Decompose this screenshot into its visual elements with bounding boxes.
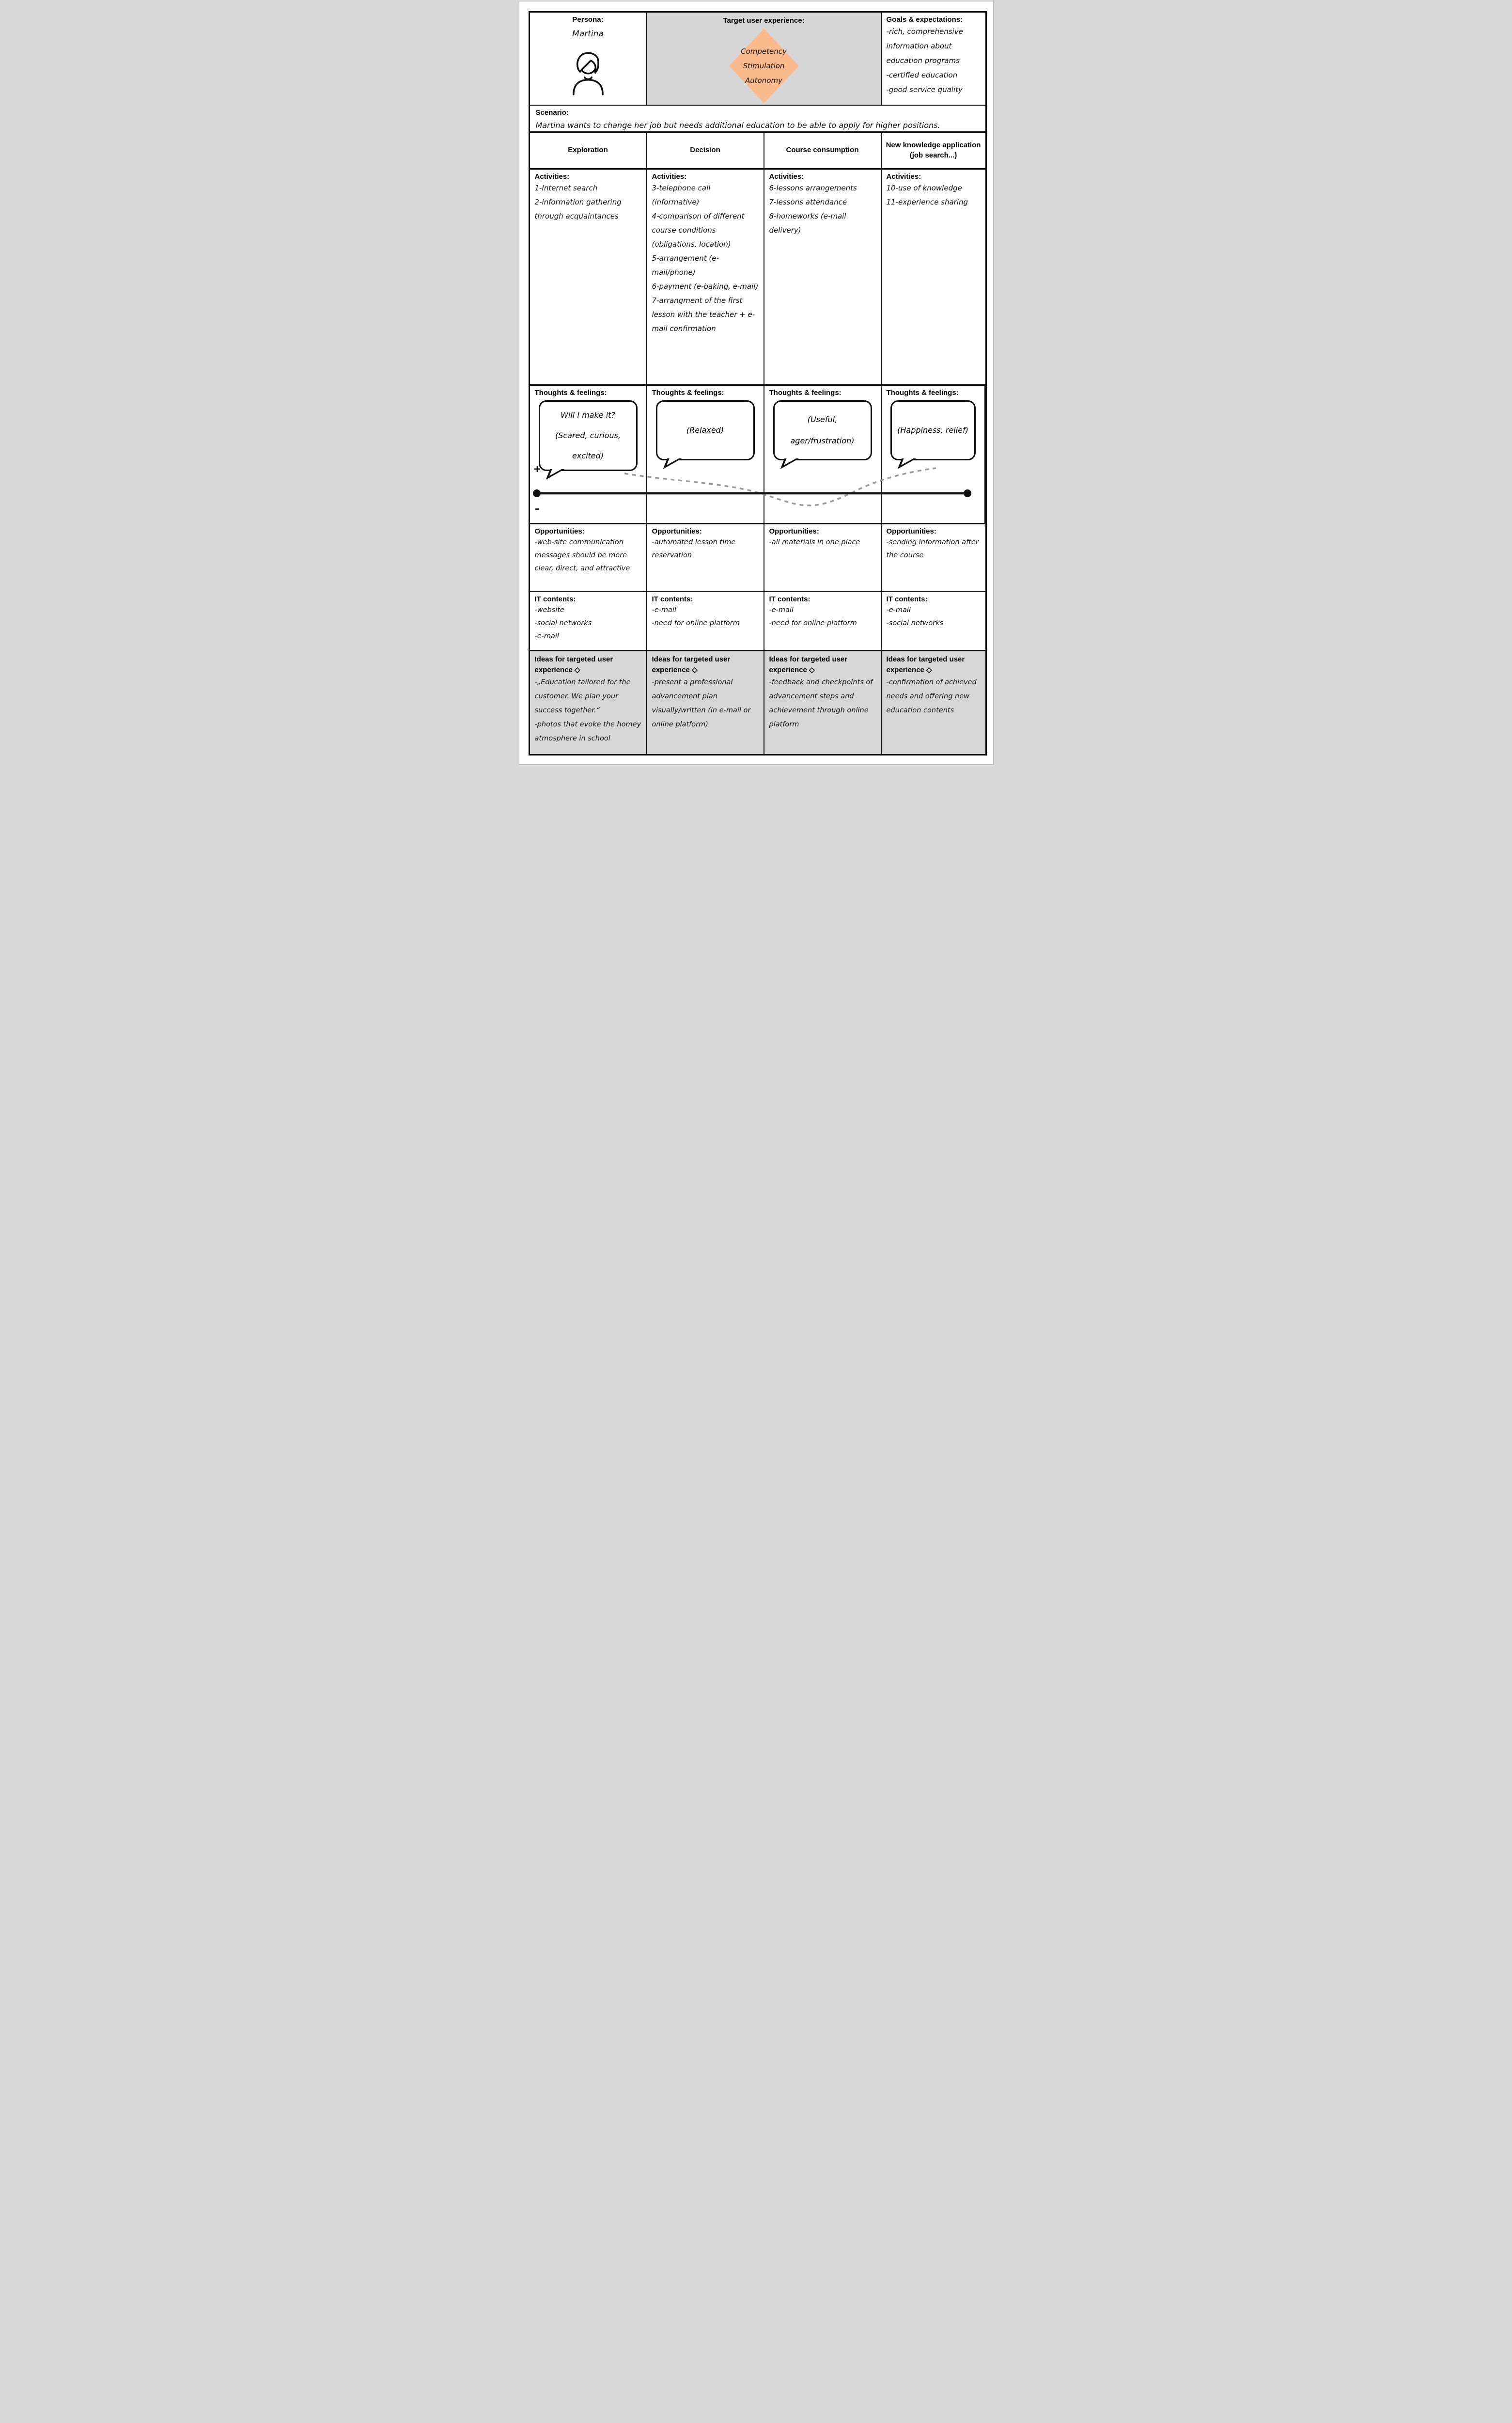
it-contents-label: IT contents: — [534, 595, 576, 603]
ideas-cell-exploration: Ideas for targeted user experience ◇ -„E… — [530, 651, 647, 754]
persona-icon — [572, 52, 604, 95]
ideas-cell-decision: Ideas for targeted user experience ◇ -pr… — [647, 651, 764, 754]
thoughts-label: Thoughts & feelings: — [534, 389, 607, 397]
it-contents-label: IT contents: — [886, 595, 928, 603]
it-cell-course-consumption: IT contents: -e-mail -need for online pl… — [764, 592, 882, 650]
activities-cell-course-consumption: Activities: 6-lessons arrangements 7-les… — [764, 170, 882, 384]
ideas-list: -confirmation of achieved needs and offe… — [886, 678, 977, 714]
thoughts-row: Thoughts & feelings: Will I make it? (Sc… — [530, 386, 985, 524]
thoughts-label: Thoughts & feelings: — [652, 389, 724, 397]
it-contents-list: -e-mail -need for online platform — [769, 606, 857, 627]
it-contents-row: IT contents: -website -social networks -… — [530, 592, 985, 651]
thoughts-label: Thoughts & feelings: — [769, 389, 842, 397]
ideas-cell-course-consumption: Ideas for targeted user experience ◇ -fe… — [764, 651, 882, 754]
opportunities-list: -all materials in one place — [769, 538, 860, 546]
bubble-text: (Useful, ager/frustration) — [790, 415, 855, 445]
opportunities-list: -automated lesson time reservation — [652, 538, 736, 559]
persona-label: Persona: — [572, 16, 604, 24]
opportunities-cell-new-knowledge: Opportunities: -sending information afte… — [882, 524, 985, 591]
target-experience-cell: Target user experience: Competency Stimu… — [647, 13, 882, 105]
scenario-row: Scenario: Martina wants to change her jo… — [530, 106, 985, 133]
speech-bubble: (Useful, ager/frustration) — [773, 400, 872, 460]
target-diamond-words: Competency Stimulation Autonomy — [741, 47, 787, 85]
activities-list: 10-use of knowledge 11-experience sharin… — [886, 184, 968, 206]
ideas-label: Ideas for targeted user experience ◇ — [652, 655, 731, 674]
target-experience-title: Target user experience: — [723, 16, 805, 25]
activities-list: 1-Internet search 2-information gatherin… — [534, 184, 622, 220]
speech-bubble: (Relaxed) — [655, 400, 755, 460]
opportunities-cell-course-consumption: Opportunities: -all materials in one pla… — [764, 524, 882, 591]
bubble-text: (Happiness, relief) — [897, 425, 968, 435]
thoughts-cell-course-consumption: Thoughts & feelings: (Useful, ager/frust… — [764, 386, 882, 523]
thoughts-cell-new-knowledge: Thoughts & feelings: (Happiness, relief) — [882, 386, 985, 523]
target-diamond: Competency Stimulation Autonomy — [725, 28, 803, 104]
diamond-shape-icon — [729, 29, 799, 103]
header-row: Persona: Martina Target user experience:… — [530, 13, 985, 106]
ideas-list: -feedback and checkpoints of advancement… — [769, 678, 873, 728]
diamond-polygon — [729, 29, 799, 103]
ideas-label: Ideas for targeted user experience ◇ — [769, 655, 848, 674]
it-contents-list: -e-mail -social networks — [886, 606, 944, 627]
goals-cell: Goals & expectations: -rich, comprehensi… — [882, 13, 985, 105]
it-contents-list: -website -social networks -e-mail — [534, 606, 592, 640]
goals-title: Goals & expectations: — [886, 16, 963, 24]
opportunities-label: Opportunities: — [652, 527, 702, 535]
ideas-cell-new-knowledge: Ideas for targeted user experience ◇ -co… — [881, 651, 985, 754]
persona-hair — [576, 52, 599, 74]
stage-header-row: Exploration Decision Course consumption … — [530, 133, 985, 170]
activities-label: Activities: — [886, 173, 921, 181]
ideas-label: Ideas for targeted user experience ◇ — [534, 655, 613, 674]
persona-cell: Persona: Martina — [530, 13, 647, 105]
opportunities-cell-exploration: Opportunities: -web-site communication m… — [530, 524, 647, 591]
opportunities-row: Opportunities: -web-site communication m… — [530, 524, 985, 592]
thoughts-cell-decision: Thoughts & feelings: (Relaxed) — [647, 386, 764, 523]
it-cell-new-knowledge: IT contents: -e-mail -social networks — [882, 592, 985, 650]
it-cell-decision: IT contents: -e-mail -need for online pl… — [647, 592, 764, 650]
stage-header-decision: Decision — [647, 133, 764, 168]
opportunities-label: Opportunities: — [769, 527, 819, 535]
ideas-row: Ideas for targeted user experience ◇ -„E… — [530, 651, 985, 754]
journey-table: Persona: Martina Target user experience:… — [528, 11, 987, 755]
scenario-label: Scenario: — [535, 109, 569, 117]
opportunities-list: -web-site communication messages should … — [534, 538, 630, 572]
scenario-text: Martina wants to change her job but need… — [535, 121, 940, 130]
ideas-list: -present a professional advancement plan… — [652, 678, 751, 728]
activities-cell-decision: Activities: 3-telephone call (informativ… — [647, 170, 764, 384]
stage-header-exploration: Exploration — [530, 133, 647, 168]
journey-map-page: Persona: Martina Target user experience:… — [518, 1, 994, 765]
speech-bubble: Will I make it? (Scared, curious, excite… — [538, 400, 638, 471]
activities-list: 6-lessons arrangements 7-lessons attenda… — [769, 184, 857, 235]
thoughts-cell-exploration: Thoughts & feelings: Will I make it? (Sc… — [530, 386, 647, 523]
activities-cell-exploration: Activities: 1-Internet search 2-informat… — [530, 170, 647, 384]
opportunities-list: -sending information after the course — [886, 538, 979, 559]
stage-header-new-knowledge: New knowledge application (job search...… — [886, 141, 981, 159]
it-contents-list: -e-mail -need for online platform — [652, 606, 740, 627]
activities-label: Activities: — [652, 173, 687, 181]
activities-list: 3-telephone call (informative) 4-compari… — [652, 184, 759, 333]
goals-list: -rich, comprehensive information about e… — [886, 27, 963, 94]
opportunities-cell-decision: Opportunities: -automated lesson time re… — [647, 524, 764, 591]
ideas-list: -„Education tailored for the customer. W… — [534, 678, 641, 742]
it-contents-label: IT contents: — [652, 595, 693, 603]
ideas-label: Ideas for targeted user experience ◇ — [886, 655, 965, 674]
activities-label: Activities: — [769, 173, 804, 181]
activities-row: Activities: 1-Internet search 2-informat… — [530, 170, 985, 386]
persona-name: Martina — [572, 29, 604, 39]
bubble-text: (Relaxed) — [686, 425, 724, 435]
stage-header-course-consumption: Course consumption — [764, 133, 882, 168]
it-cell-exploration: IT contents: -website -social networks -… — [530, 592, 647, 650]
opportunities-label: Opportunities: — [534, 527, 585, 535]
persona-shoulders — [572, 79, 604, 95]
activities-label: Activities: — [534, 173, 570, 181]
thoughts-label: Thoughts & feelings: — [886, 389, 959, 397]
speech-bubble: (Happiness, relief) — [890, 400, 976, 460]
opportunities-label: Opportunities: — [886, 527, 936, 535]
persona-neck — [583, 76, 592, 80]
it-contents-label: IT contents: — [769, 595, 811, 603]
activities-cell-new-knowledge: Activities: 10-use of knowledge 11-exper… — [882, 170, 985, 384]
bubble-text: Will I make it? (Scared, curious, excite… — [555, 410, 621, 460]
